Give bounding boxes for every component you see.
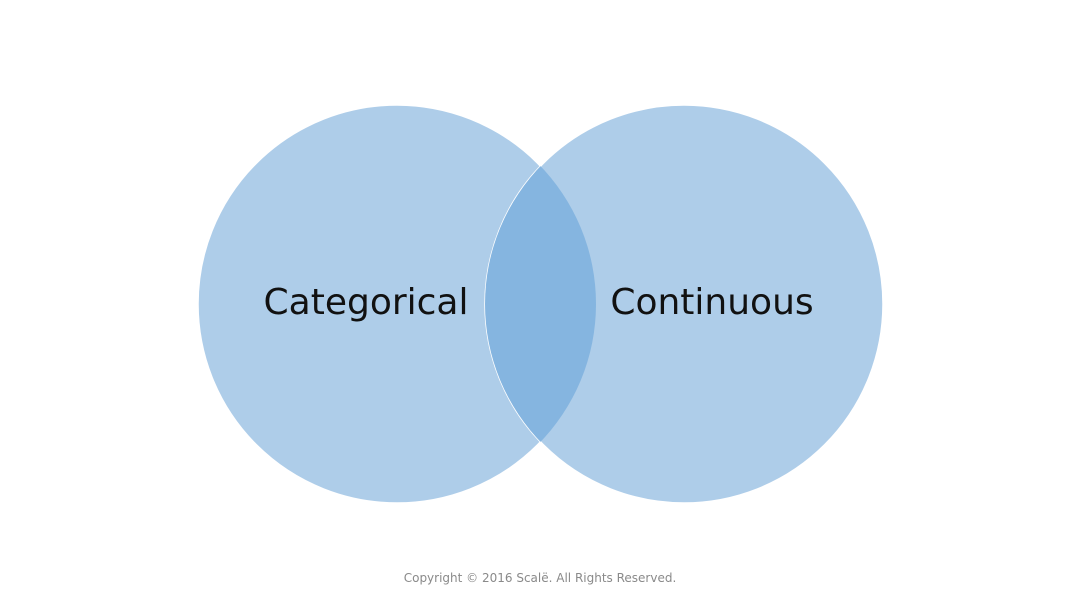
copyright-notice: Copyright © 2016 Scalë. All Rights Reser… — [403, 571, 677, 585]
venn-label-categorical: Categorical — [264, 282, 469, 323]
venn-label-continuous: Continuous — [610, 282, 813, 323]
